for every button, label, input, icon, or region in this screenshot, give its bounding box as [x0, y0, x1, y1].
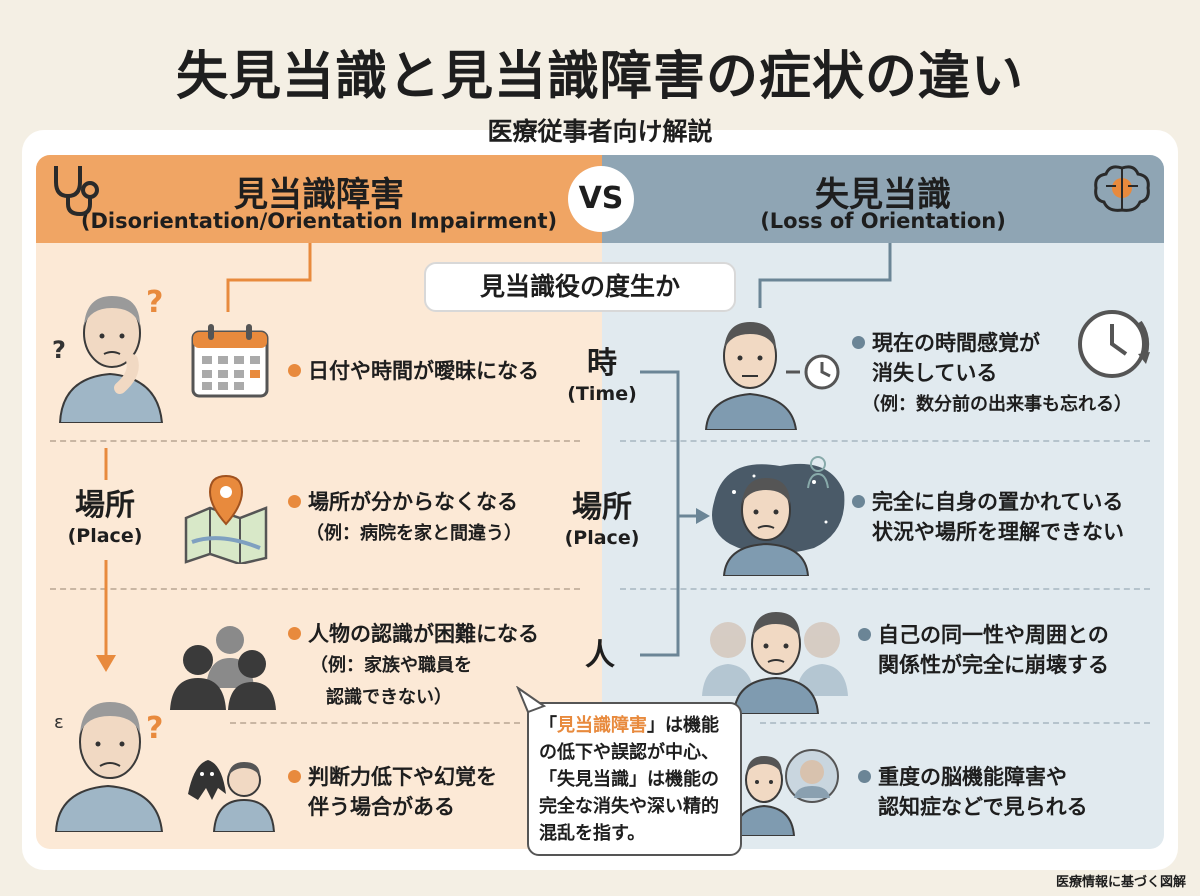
footer-note: 医療情報に基づく図解	[1055, 875, 1186, 890]
left-item-1: 日付や時間が曖昧になる	[288, 356, 539, 386]
bullet-dot	[858, 628, 871, 641]
brain-icon	[1094, 165, 1150, 212]
confused-person-icon: ? ?	[52, 285, 163, 423]
left-divider-1	[50, 440, 580, 442]
bullet-dot	[288, 364, 301, 377]
left-header-bar: 見当識障害 (Disorientation/Orientation Impair…	[36, 155, 602, 243]
distressed-person-icon: ? ε	[54, 702, 163, 832]
bullet-dot	[852, 495, 865, 508]
blank-stare-person-icon	[704, 322, 840, 430]
right-divider-2	[620, 588, 1150, 590]
right-item-4: 重度の脳機能障害や 認知症などで見られる	[858, 762, 1088, 822]
person-label: 人	[585, 638, 615, 673]
bullet-dot	[858, 770, 871, 783]
right-divider-3	[760, 722, 1150, 724]
right-header-bar: 失見当識 (Loss of Orientation)	[602, 155, 1164, 243]
dark-space-person-icon	[712, 456, 845, 576]
right-item-1-example: （例：数分前の出来事も忘れる）	[862, 394, 1132, 415]
highlight-term-1: 見当識障害	[557, 715, 647, 736]
severe-patient-icon	[732, 749, 839, 836]
bullet-dot	[852, 336, 865, 349]
hallucination-icon	[188, 760, 276, 832]
left-item-4: 判断力低下や幻覚を 伴う場合がある	[288, 762, 497, 822]
svg-text:ε: ε	[54, 712, 64, 733]
stethoscope-icon	[54, 166, 99, 217]
svg-text:?: ?	[146, 285, 163, 320]
right-item-3: 自己の同一性や周囲との 関係性が完全に崩壊する	[858, 620, 1109, 680]
right-divider-1	[620, 440, 1150, 442]
page-subtitle: 医療従事者向け解説	[487, 117, 713, 146]
people-silhouette-icon	[170, 626, 276, 710]
left-item-2: 場所が分からなくなる （例：病院を家と間違う）	[288, 487, 522, 549]
left-title: 見当識障害	[234, 175, 404, 215]
svg-text:?: ?	[52, 336, 66, 364]
highlight-term-2: 失見当識	[557, 769, 629, 790]
bullet-dot	[288, 770, 301, 783]
left-item-3-example-2: 認識できない）	[326, 687, 452, 708]
place-label: 場所 (Place)	[564, 490, 640, 549]
right-subtitle: (Loss of Orientation)	[760, 209, 1006, 233]
explanation-bubble: 「見当識障害」は機能の低下や誤認が中心、「失見当識」は機能の完全な消失や深い精的…	[527, 702, 742, 856]
right-item-1: 現在の時間感覚が 消失している （例：数分前の出来事も忘れる）	[852, 328, 1132, 420]
left-item-3-example-1: （例：家族や職員を	[310, 655, 472, 676]
right-item-2: 完全に自身の置かれている 状況や場所を理解できない	[852, 487, 1124, 547]
svg-text:?: ?	[146, 711, 163, 746]
calendar-icon	[191, 324, 269, 398]
time-label: 時 (Time)	[567, 346, 637, 405]
left-item-3: 人物の認識が困難になる （例：家族や職員を 認識できない）	[288, 619, 539, 713]
left-subtitle: (Disorientation/Orientation Impairment)	[80, 209, 558, 233]
left-divider-3	[230, 722, 520, 724]
map-pin-icon	[184, 474, 268, 564]
right-title: 失見当識	[815, 175, 951, 215]
page-title: 失見当識と見当識障害の症状の違い	[175, 47, 1024, 107]
bullet-dot	[288, 495, 301, 508]
concept-label: 見当識役の度生か	[424, 262, 736, 312]
bubble-tail	[516, 686, 547, 714]
vs-badge: VS	[568, 166, 634, 232]
bullet-dot	[288, 627, 301, 640]
blurred-identity-icon	[702, 612, 848, 714]
left-item-2-example: （例：病院を家と間違う）	[306, 523, 522, 544]
left-place-label: 場所 (Place)	[67, 488, 143, 547]
clock-icon	[1078, 310, 1150, 378]
left-divider-2	[50, 588, 580, 590]
